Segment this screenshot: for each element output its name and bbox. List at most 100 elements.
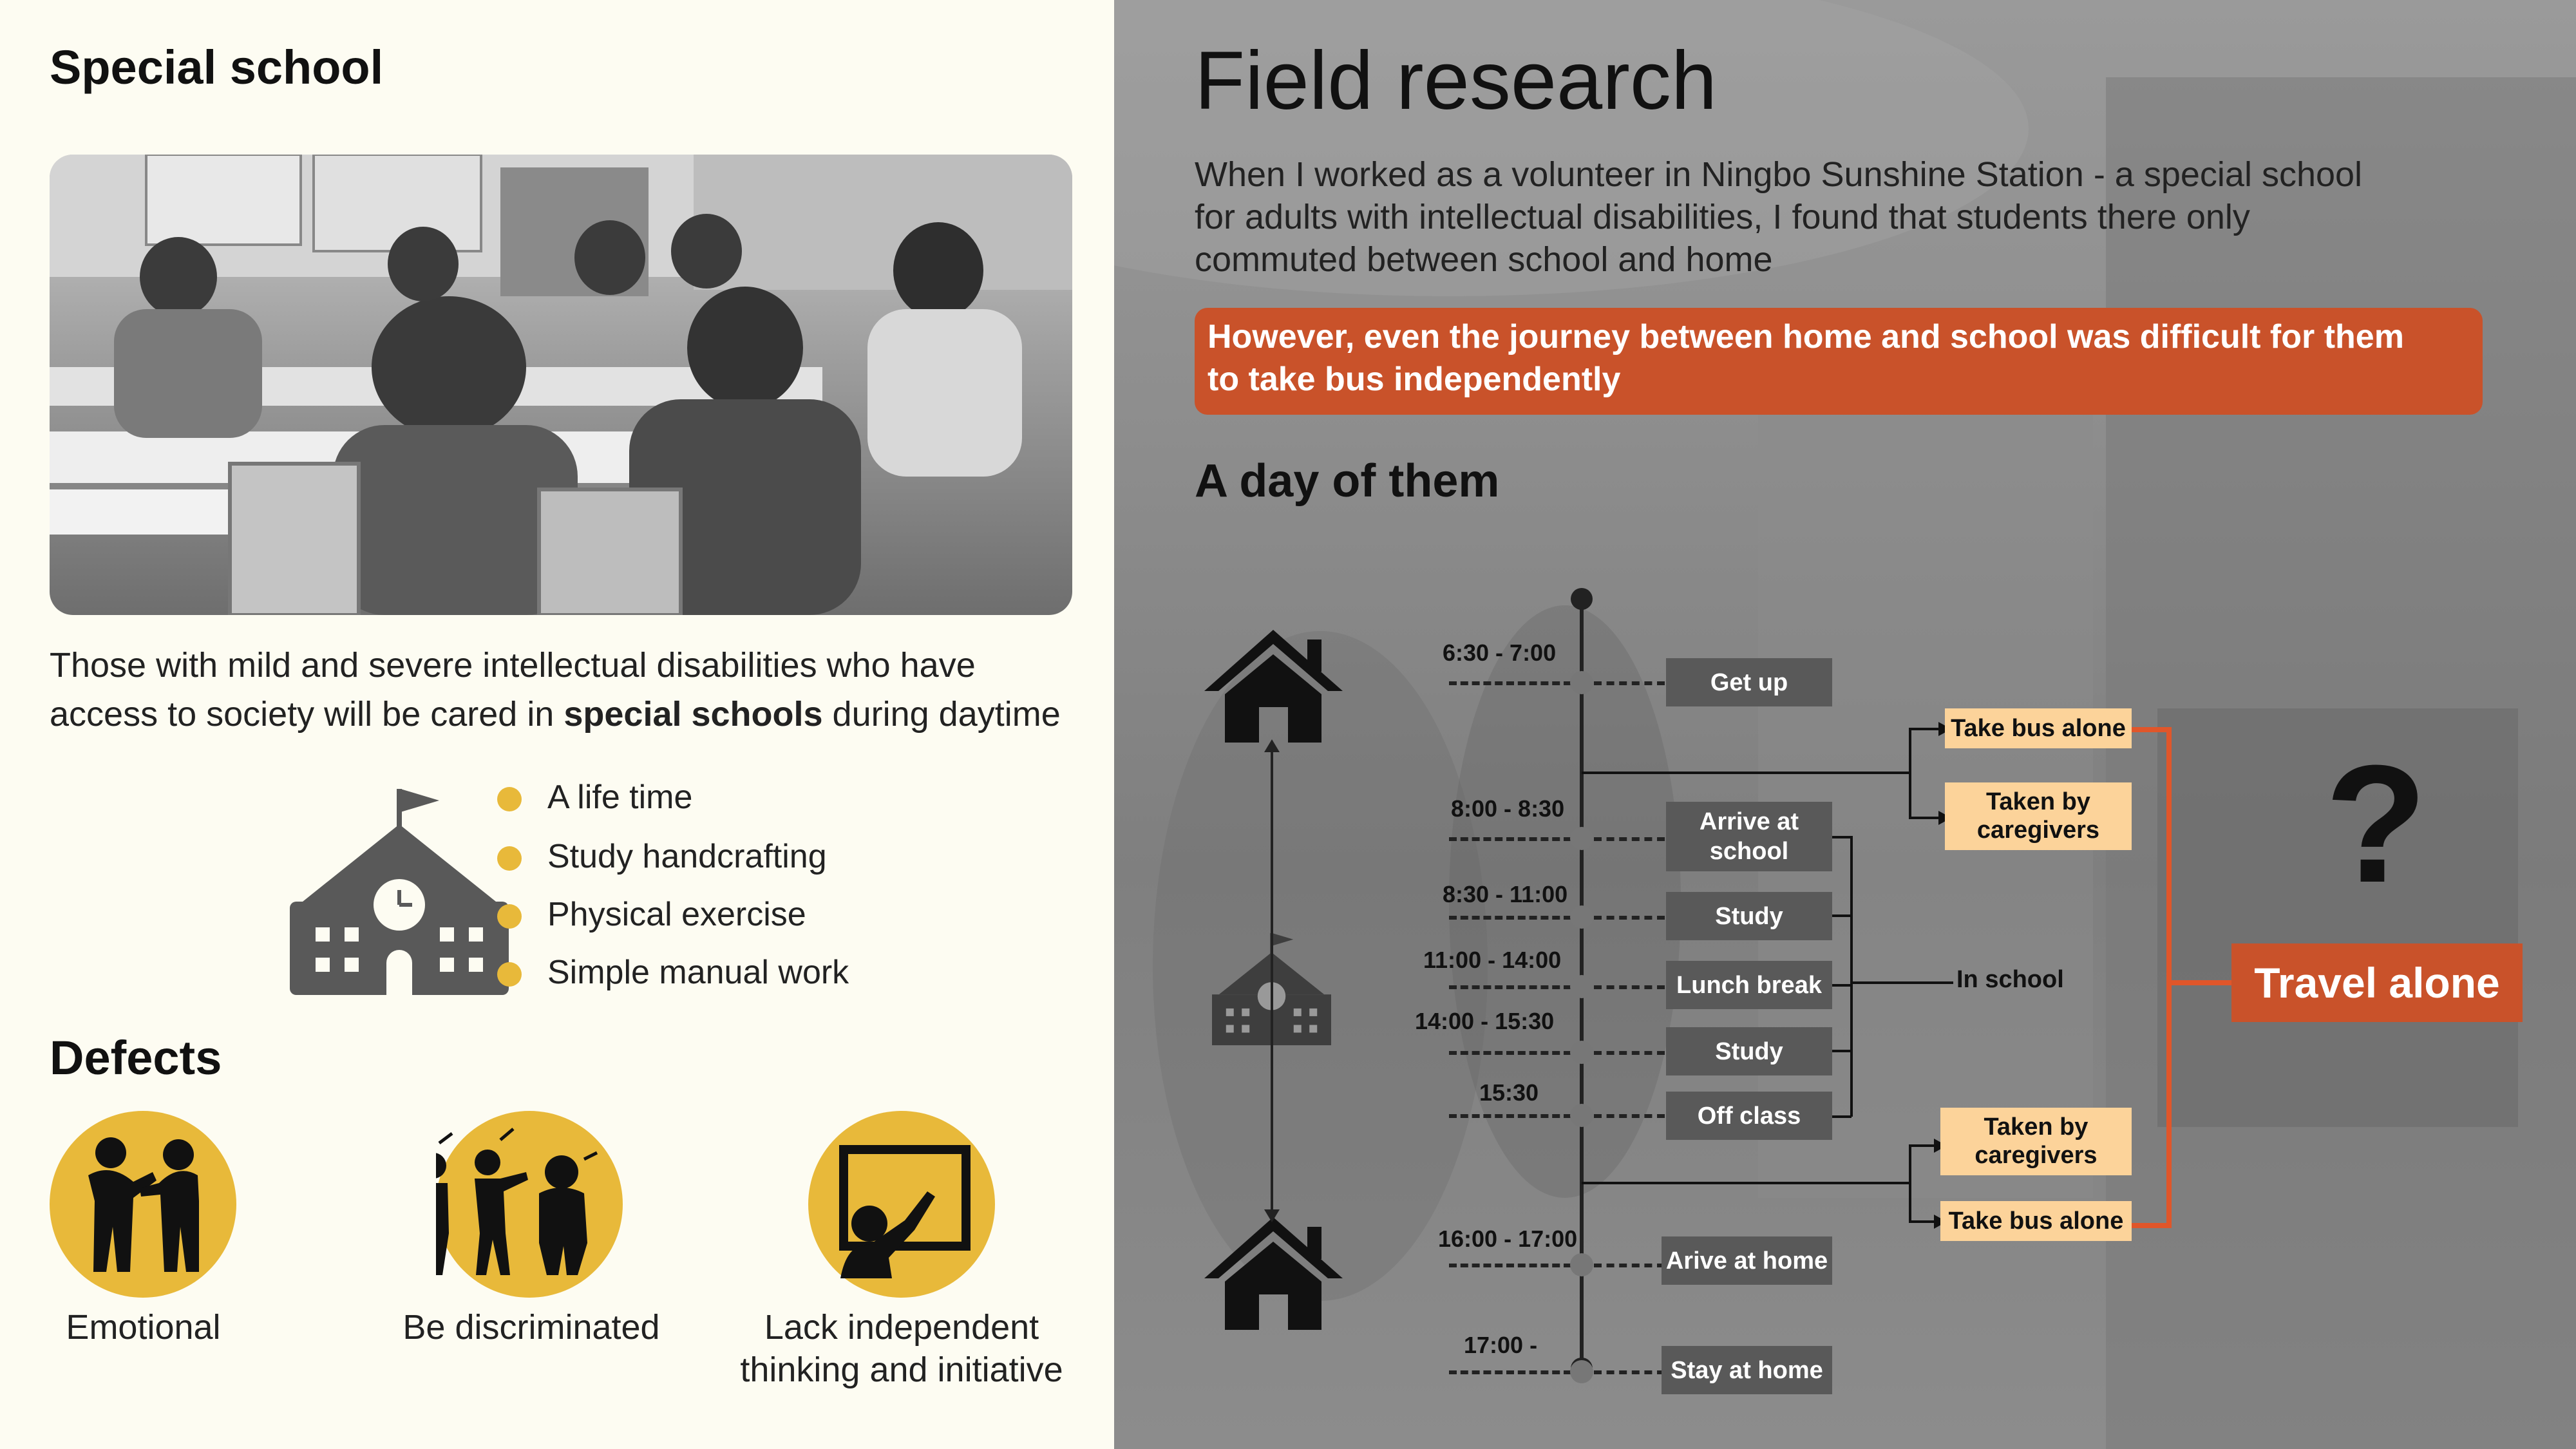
timeline-node: [1570, 1360, 1593, 1383]
right-panel: Field research When I worked as a volunt…: [1114, 0, 2576, 1449]
time-label: 15:30: [1479, 1079, 1539, 1106]
special-school-description: Those with mild and severe intellectual …: [50, 641, 1106, 739]
timeline-node: [1570, 827, 1593, 850]
field-research-intro: When I worked as a volunteer in Ningbo S…: [1195, 153, 2566, 281]
activity-box: Get up: [1666, 658, 1832, 706]
intro-line-1: When I worked as a volunteer in Ningbo S…: [1195, 155, 2363, 194]
bullet-dot: [497, 846, 522, 871]
description-text: access to society will be cared in: [50, 695, 564, 734]
option-line-2: caregivers: [1975, 1142, 2098, 1169]
initiative-label: Lack independent thinking and initiative: [715, 1306, 1088, 1391]
evening-arrow-top: [1909, 1144, 1938, 1147]
take-bus-alone-box: Take bus alone: [1945, 708, 2132, 748]
question-mark: ?: [2325, 731, 2427, 918]
evening-branch-line: [1582, 1182, 1910, 1184]
in-school-bracket: [1832, 1115, 1852, 1118]
bullet-label: Simple manual work: [547, 954, 849, 991]
travel-connector: [2132, 1223, 2172, 1228]
activity-line-2: school: [1709, 838, 1789, 865]
timeline-node: [1570, 1104, 1593, 1127]
bullet-dot: [497, 787, 522, 811]
in-school-bracket: [1832, 914, 1852, 917]
activity-dash: [1594, 916, 1665, 920]
bullet-item: Study handcrafting: [497, 837, 827, 876]
bullet-label: Physical exercise: [547, 896, 806, 933]
initiative-icon-circle: [808, 1111, 995, 1298]
initiative-label-line-1: Lack independent: [764, 1308, 1039, 1347]
activity-dash: [1594, 1114, 1665, 1118]
activity-box: Study: [1666, 1027, 1832, 1075]
take-bus-alone-box: Take bus alone: [1940, 1201, 2132, 1241]
classroom-photo-art: [50, 155, 1072, 615]
in-school-label: In school: [1956, 966, 2064, 993]
time-label: 6:30 - 7:00: [1443, 639, 1557, 666]
time-dash: [1449, 1370, 1571, 1374]
timeline-node: [1570, 1253, 1593, 1276]
emotional-label: Emotional: [66, 1308, 221, 1347]
in-school-bracket: [1832, 1050, 1852, 1052]
classroom-photo: [50, 155, 1072, 615]
difficulty-banner: However, even the journey between home a…: [1195, 308, 2483, 415]
discriminated-icon-circle: [417, 1111, 623, 1298]
morning-branch-vertical: [1909, 728, 1911, 818]
time-dash: [1449, 985, 1571, 989]
taken-by-caregivers-box: Taken by caregivers: [1945, 782, 2132, 850]
evening-arrow-bottom: [1909, 1220, 1938, 1223]
activity-box: Off class: [1666, 1092, 1832, 1140]
time-dash: [1449, 837, 1571, 841]
morning-arrow-bottom: [1909, 817, 1941, 819]
time-dash: [1449, 1051, 1571, 1055]
in-school-bracket: [1850, 836, 1853, 1117]
time-label: 14:00 - 15:30: [1415, 1008, 1555, 1034]
intro-line-3: commuted between school and home: [1195, 240, 1773, 279]
arguing-people-icon: [88, 1137, 199, 1272]
time-dash: [1449, 1114, 1571, 1118]
activity-box: Arive at home: [1662, 1236, 1832, 1285]
bullet-dot: [497, 962, 522, 987]
timeline-node: [1570, 1041, 1593, 1064]
bullet-item: Simple manual work: [497, 953, 849, 992]
time-label: 11:00 - 14:00: [1423, 947, 1562, 973]
in-school-bracket: [1832, 984, 1852, 987]
day-of-them-heading: A day of them: [1195, 455, 1500, 507]
in-school-connector: [1852, 981, 1953, 984]
bullying-icon: [417, 1128, 598, 1275]
taken-by-caregivers-box: Taken by caregivers: [1940, 1108, 2132, 1175]
timeline-node: [1570, 671, 1593, 694]
bullet-label: A life time: [547, 779, 693, 816]
bullet-item: A life time: [497, 778, 693, 817]
bullet-dot: [497, 904, 522, 929]
timeline-node: [1570, 975, 1593, 998]
field-research-title: Field research: [1195, 35, 1717, 127]
home-icon: [1204, 1217, 1343, 1330]
travel-alone-box: Travel alone: [2231, 943, 2523, 1022]
option-line-1: Taken by: [1984, 1113, 2088, 1141]
time-label: 17:00 -: [1464, 1332, 1538, 1358]
evening-branch-vertical: [1909, 1144, 1911, 1222]
activity-dash: [1594, 1264, 1665, 1267]
activity-line-1: Arrive at: [1699, 808, 1799, 835]
morning-arrow-top: [1909, 728, 1941, 730]
timeline-node: [1570, 905, 1593, 929]
activity-dash: [1594, 1051, 1665, 1055]
home-school-arrow: [1264, 739, 1280, 1222]
description-line-2: access to society will be cared in speci…: [50, 690, 1106, 739]
option-line-1: Taken by: [1986, 788, 2090, 815]
activity-box: Study: [1666, 892, 1832, 940]
description-line-1: Those with mild and severe intellectual …: [50, 646, 976, 685]
travel-connector: [2166, 727, 2172, 1228]
banner-line-2: to take bus independently: [1208, 361, 1621, 398]
timeline-start-dot: [1571, 588, 1593, 610]
school-building-icon: [290, 789, 509, 995]
activity-dash: [1594, 681, 1665, 685]
left-panel: Special school Those with mi: [0, 0, 1114, 1449]
intro-line-2: for adults with intellectual disabilitie…: [1195, 198, 2250, 236]
activity-dash: [1594, 837, 1665, 841]
time-dash: [1449, 1264, 1571, 1267]
banner-line-1: However, even the journey between home a…: [1208, 318, 2404, 355]
initiative-label-line-2: thinking and initiative: [740, 1350, 1063, 1389]
time-dash: [1449, 916, 1571, 920]
defects-heading: Defects: [50, 1031, 222, 1084]
special-schools-emphasis: special schools: [564, 695, 823, 734]
option-line-2: caregivers: [1976, 817, 2100, 844]
